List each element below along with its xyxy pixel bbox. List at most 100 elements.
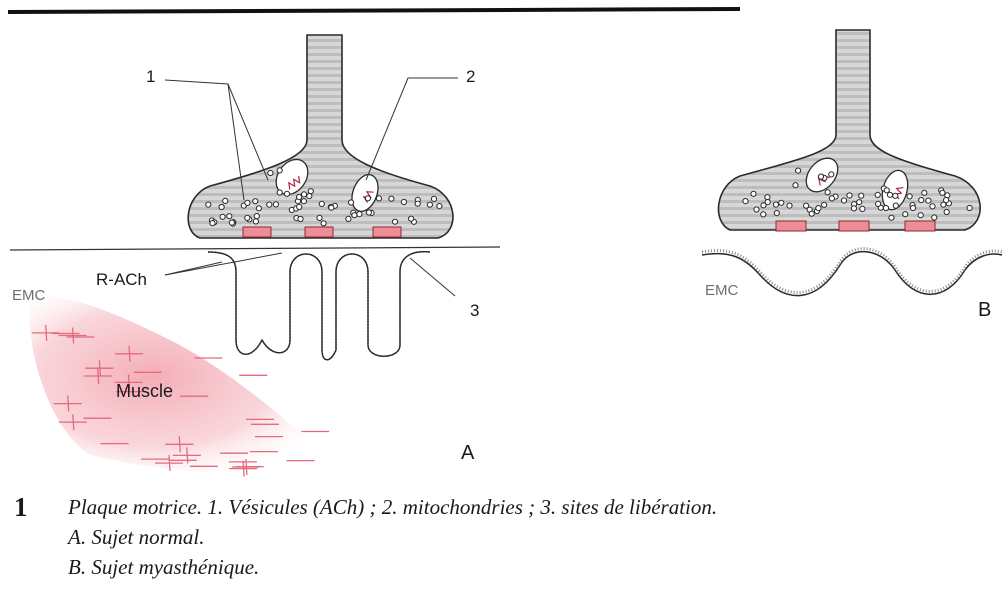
vesicle xyxy=(889,215,894,220)
vesicle xyxy=(787,203,792,208)
vesicle xyxy=(308,189,313,194)
vesicle xyxy=(930,204,935,209)
vesicle xyxy=(910,205,915,210)
vesicle xyxy=(779,200,784,205)
leader-line xyxy=(165,253,282,275)
vesicle xyxy=(227,214,232,219)
vesicle xyxy=(301,192,306,197)
vesicle xyxy=(761,212,766,217)
leader-line xyxy=(228,84,268,180)
presynaptic-terminal-a xyxy=(188,35,453,238)
release-site xyxy=(839,221,869,231)
vesicle xyxy=(206,202,211,207)
vesicle xyxy=(944,209,949,214)
vesicle xyxy=(401,199,406,204)
panel-a-letter: A xyxy=(461,442,475,464)
vesicle xyxy=(317,215,322,220)
vesicle xyxy=(893,203,898,208)
muscle-fibre xyxy=(29,297,340,476)
vesicle xyxy=(253,199,258,204)
vesicle xyxy=(932,215,937,220)
vesicle xyxy=(273,202,278,207)
vesicle xyxy=(809,211,814,216)
label-mitochondria-number: 2 xyxy=(466,67,475,86)
vesicle xyxy=(210,221,215,226)
vesicle xyxy=(754,207,759,212)
vesicle xyxy=(841,198,846,203)
vesicle xyxy=(860,206,865,211)
vesicle xyxy=(256,206,261,211)
vesicle xyxy=(918,213,923,218)
vesicle xyxy=(926,198,931,203)
vesicle xyxy=(829,196,834,201)
vesicle xyxy=(376,196,381,201)
label-extracellular-matrix: EMC xyxy=(12,287,46,304)
vesicle xyxy=(876,201,881,206)
vesicle xyxy=(357,212,362,217)
vesicle xyxy=(903,212,908,217)
vesicle xyxy=(219,204,224,209)
vesicle xyxy=(793,183,798,188)
vesicle xyxy=(389,196,394,201)
caption-line: B. Sujet myasthénique. xyxy=(14,552,994,582)
vesicle xyxy=(277,168,282,173)
label-muscle: Muscle xyxy=(116,381,173,401)
vesicle xyxy=(875,192,880,197)
vesicle xyxy=(825,190,830,195)
vesicle xyxy=(884,188,889,193)
vesicle xyxy=(220,214,225,219)
vesicle xyxy=(773,202,778,207)
postsynaptic-membrane-line xyxy=(10,247,500,250)
vesicle xyxy=(822,202,827,207)
panel-b-letter: B xyxy=(978,299,991,321)
vesicle xyxy=(893,193,898,198)
vesicle xyxy=(907,194,912,199)
vesicle xyxy=(437,204,442,209)
vesicle xyxy=(816,206,821,211)
label-extracellular-matrix: EMC xyxy=(705,282,739,299)
vesicle xyxy=(883,205,888,210)
vesicle xyxy=(329,205,334,210)
vesicle xyxy=(346,216,351,221)
label-release-sites-number: 3 xyxy=(470,301,479,320)
top-rule xyxy=(8,9,740,12)
vesicle xyxy=(409,216,414,221)
vesicle xyxy=(829,172,834,177)
vesicle xyxy=(851,206,856,211)
vesicle xyxy=(743,199,748,204)
vesicle xyxy=(796,168,801,173)
vesicle xyxy=(751,191,756,196)
release-site xyxy=(305,227,333,237)
vesicle xyxy=(254,214,259,219)
motor-endplate-figure: 1 2 3 R-ACh EMC Muscle A EMC B xyxy=(0,0,1004,480)
vesicle xyxy=(859,193,864,198)
vesicle xyxy=(245,200,250,205)
vesicle xyxy=(857,200,862,205)
vesicle xyxy=(349,200,354,205)
vesicle xyxy=(944,198,949,203)
vesicle xyxy=(365,196,370,201)
presynaptic-terminal-b xyxy=(719,30,981,230)
vesicle xyxy=(268,170,273,175)
leader-line xyxy=(366,78,458,180)
vesicle xyxy=(253,219,258,224)
vesicle xyxy=(392,219,397,224)
vesicle xyxy=(431,196,436,201)
vesicle xyxy=(774,211,779,216)
vesicle xyxy=(919,198,924,203)
label-receptor: R-ACh xyxy=(96,270,147,289)
postsynaptic-membrane-flat xyxy=(702,252,1002,296)
panel-b: EMC B xyxy=(702,30,1002,321)
vesicle xyxy=(301,199,306,204)
figure-caption: 1 Plaque motrice. 1. Vésicules (ACh) ; 2… xyxy=(14,492,994,582)
release-site xyxy=(373,227,401,237)
vesicle xyxy=(223,198,228,203)
vesicle xyxy=(277,190,282,195)
vesicle xyxy=(427,202,432,207)
caption-line: A. Sujet normal. xyxy=(14,522,994,552)
caption-line: Plaque motrice. 1. Vésicules (ACh) ; 2. … xyxy=(14,492,994,522)
vesicle xyxy=(967,205,972,210)
label-vesicles-number: 1 xyxy=(146,67,155,86)
postsynaptic-folds xyxy=(208,252,430,360)
vesicle xyxy=(818,174,823,179)
